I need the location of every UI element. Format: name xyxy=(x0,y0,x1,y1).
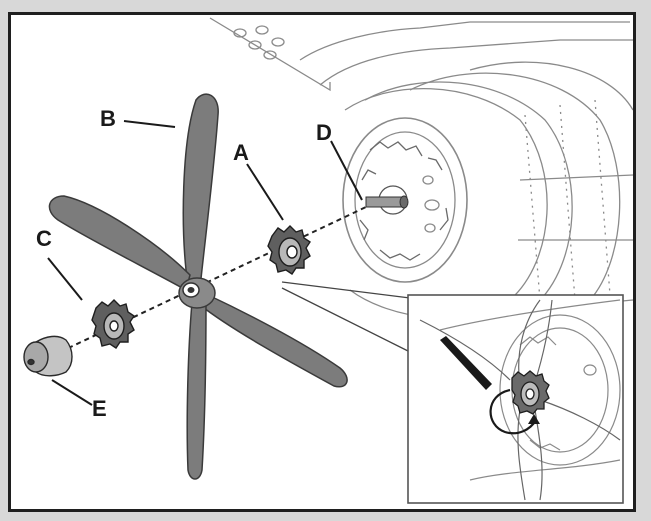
callout-label-c: C xyxy=(36,226,52,251)
callout-label-a: A xyxy=(233,140,249,165)
prop-nut-icon xyxy=(91,299,135,349)
backplate-icon xyxy=(267,225,311,275)
wrench-icon xyxy=(440,336,492,390)
callout-label-d: D xyxy=(316,120,332,145)
callout-label-e: E xyxy=(92,396,107,421)
callout-label-b: B xyxy=(100,106,116,131)
propeller-icon xyxy=(48,93,348,480)
inset-detail xyxy=(407,294,624,504)
motor-shaft-icon xyxy=(365,195,409,209)
rotation-arrow-icon xyxy=(489,388,537,435)
exhaust-stacks xyxy=(233,25,285,60)
inset-pointer xyxy=(281,281,411,353)
spinner-icon xyxy=(23,335,73,377)
engine-cylinders xyxy=(359,141,449,261)
callout-leaders xyxy=(47,120,363,406)
aircraft-fuselage xyxy=(209,17,633,331)
